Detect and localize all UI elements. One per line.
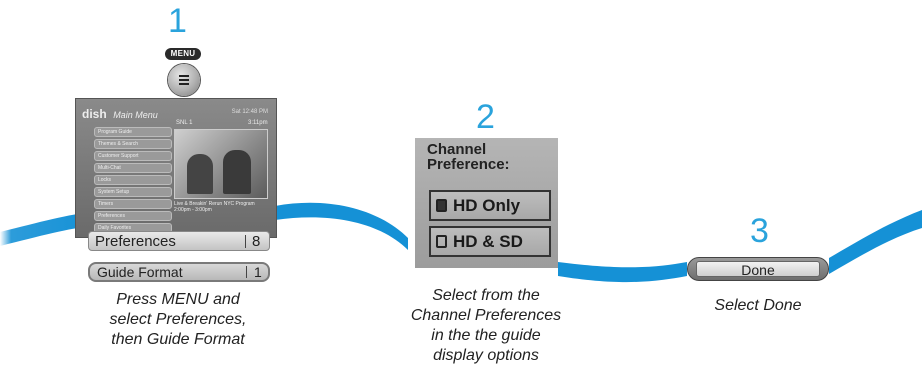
done-button[interactable]: Done bbox=[687, 257, 829, 281]
caption-line: Press MENU and bbox=[116, 291, 240, 308]
checkbox-icon bbox=[436, 235, 447, 248]
guide-format-number: 1 bbox=[254, 264, 262, 280]
tv-menu-item: Themes & Search bbox=[94, 139, 172, 149]
menu-label-pill: MENU bbox=[165, 48, 201, 60]
caption-line: Select from the bbox=[432, 287, 540, 304]
tv-menu-item: Program Guide bbox=[94, 127, 172, 137]
tv-menu-list: Program Guide Themes & Search Customer S… bbox=[94, 127, 172, 235]
done-label: Done bbox=[696, 261, 820, 278]
tv-menu-item: Preferences bbox=[94, 211, 172, 221]
tv-menu-item: Locks bbox=[94, 175, 172, 185]
option-hd-only[interactable]: HD Only bbox=[429, 190, 551, 221]
tv-menu-item: Customer Support bbox=[94, 151, 172, 161]
tv-program-title: SNL 1 bbox=[176, 120, 193, 126]
tv-menu-item: System Setup bbox=[94, 187, 172, 197]
step-2-caption: Select from the Channel Preferences in t… bbox=[376, 286, 596, 366]
caption-line: select Preferences, bbox=[109, 311, 247, 328]
channel-preference-title: Channel Preference: bbox=[427, 142, 510, 172]
tv-menu-item: Multi-Chat bbox=[94, 163, 172, 173]
tv-header: dish Main Menu bbox=[82, 107, 158, 121]
channel-preference-panel: Channel Preference: HD Only HD & SD bbox=[415, 138, 558, 268]
tv-menu-item: Timers bbox=[94, 199, 172, 209]
step-3-caption: Select Done bbox=[714, 297, 802, 314]
guide-format-menu-item[interactable]: Guide Format 1 bbox=[88, 262, 270, 282]
guide-format-label: Guide Format bbox=[97, 264, 183, 280]
preferences-label: Preferences bbox=[95, 233, 176, 250]
step-1-number: 1 bbox=[168, 2, 187, 40]
caption-line: in the the guide bbox=[431, 327, 541, 344]
tv-video-preview bbox=[174, 129, 268, 199]
tv-program-time: 3:11pm bbox=[248, 120, 268, 126]
caption-line: then Guide Format bbox=[111, 331, 245, 348]
title-line: Preference: bbox=[427, 156, 510, 173]
option-hd-and-sd[interactable]: HD & SD bbox=[429, 226, 551, 257]
title-line: Channel bbox=[427, 141, 487, 158]
step-2-number: 2 bbox=[476, 98, 495, 136]
menu-button-icon[interactable] bbox=[168, 64, 200, 96]
step-1-caption: Press MENU and select Preferences, then … bbox=[58, 290, 298, 350]
option-label: HD & SD bbox=[453, 232, 523, 251]
tv-time: Sat 12:48 PM bbox=[231, 109, 268, 115]
preferences-number: 8 bbox=[252, 233, 261, 250]
tv-program-desc: Live & Breakin' Rerun NYC Program 2:00pm… bbox=[174, 201, 255, 213]
caption-line: Channel Preferences bbox=[410, 307, 562, 324]
step-3-number: 3 bbox=[750, 212, 769, 250]
option-label: HD Only bbox=[453, 196, 521, 215]
preferences-menu-item[interactable]: Preferences 8 bbox=[88, 231, 270, 251]
checkbox-checked-icon bbox=[436, 199, 447, 212]
tv-menu-title: Main Menu bbox=[113, 110, 158, 120]
tv-brand: dish bbox=[82, 107, 107, 121]
caption-line: display options bbox=[433, 347, 539, 364]
tv-screenshot: dish Main Menu Sat 12:48 PM Program Guid… bbox=[75, 98, 277, 238]
